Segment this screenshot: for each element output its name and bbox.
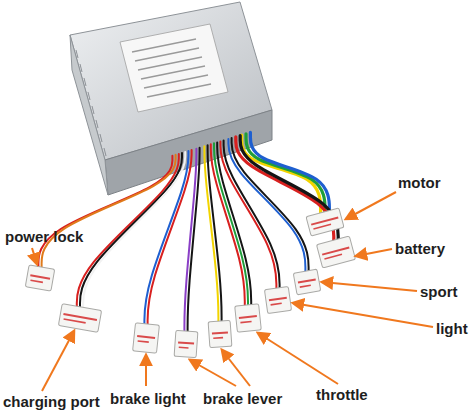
part-label: power lock [5, 228, 83, 245]
housing-fin [80, 64, 82, 72]
wire [236, 137, 334, 243]
part-label: motor [398, 174, 441, 191]
wire [83, 152, 185, 310]
part-label: brake lever [203, 390, 282, 407]
plug-connector [174, 330, 198, 357]
plug-connector [133, 323, 160, 353]
leader-arrow [42, 331, 74, 391]
plug-marking [30, 279, 43, 283]
housing-fin [76, 50, 78, 58]
part-label: charging port [3, 393, 100, 410]
plug-connector [264, 286, 291, 313]
plug-marking [213, 337, 223, 339]
plug-body [133, 323, 160, 353]
plug-body [316, 236, 355, 268]
leader-arrow [346, 192, 396, 219]
plug-body [25, 265, 54, 291]
plug-marking [313, 224, 331, 230]
leader-arrow [32, 248, 37, 264]
plug-connector [235, 304, 262, 332]
plug-marking [30, 274, 50, 279]
housing-fin [100, 134, 102, 142]
wire [217, 142, 251, 308]
leader-arrow [293, 303, 433, 327]
housing-side [70, 35, 108, 195]
plug-body [208, 320, 232, 347]
wire [246, 134, 325, 215]
part-label: sport [420, 283, 458, 300]
plug-connector [25, 265, 54, 291]
plug-body [293, 269, 320, 295]
plug-marking [300, 284, 311, 288]
wire [38, 156, 172, 270]
plug-body [235, 304, 262, 332]
housing-fin [88, 92, 90, 100]
plug-marking [298, 278, 316, 283]
plug-marking [178, 341, 194, 344]
wire [228, 139, 305, 274]
plug-marking [240, 321, 251, 324]
plug-body [306, 208, 344, 236]
plug-marking [138, 340, 149, 343]
plug-marking [212, 331, 228, 334]
plug-marking [324, 254, 342, 260]
leader-arrow [356, 249, 392, 256]
plug-marking [269, 297, 287, 301]
plug-body [174, 330, 198, 357]
plug-connector [58, 304, 101, 333]
housing-fin [96, 120, 98, 128]
plug-connector [306, 208, 344, 236]
leader-arrow [190, 360, 236, 386]
part-label: brake light [110, 390, 186, 407]
leader-arrow [258, 333, 338, 384]
plug-connector [293, 269, 320, 295]
part-label: light [436, 320, 468, 337]
spec-sticker [120, 24, 228, 112]
plug-connector [316, 236, 355, 268]
leader-arrow [145, 355, 147, 386]
housing-fin [92, 106, 94, 114]
sticker-print [147, 84, 211, 97]
plug-marking [137, 335, 155, 339]
plug-connector [208, 320, 232, 347]
plug-marking [63, 318, 85, 323]
wire [42, 155, 176, 270]
part-label: throttle [316, 386, 368, 403]
plug-marking [239, 315, 257, 319]
plug-marking [179, 347, 189, 349]
plug-body [58, 304, 101, 333]
wire [148, 150, 192, 327]
plug-marking [322, 246, 350, 255]
housing-fin [84, 78, 86, 86]
leader-lines [32, 192, 433, 391]
wire [208, 145, 222, 324]
part-label: battery [395, 240, 445, 257]
plug-marking [311, 216, 339, 225]
housing-fin [104, 148, 106, 156]
leader-arrow [322, 282, 417, 291]
plug-marking [270, 303, 281, 306]
plug-body [264, 286, 291, 313]
